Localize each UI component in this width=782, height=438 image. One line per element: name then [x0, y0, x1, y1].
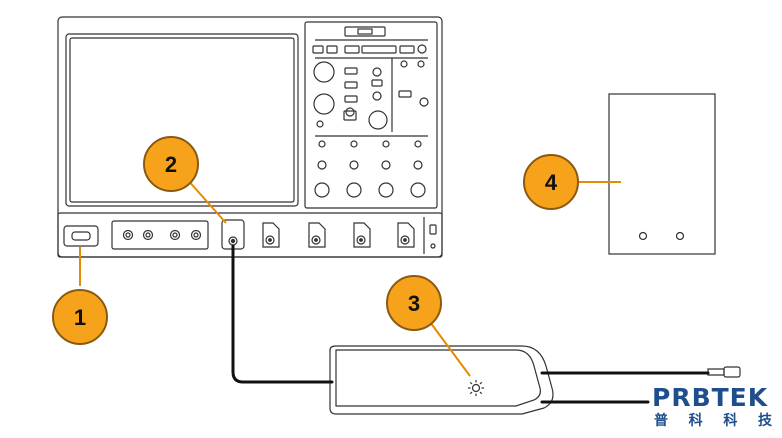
- callout-3-label: 3: [408, 291, 420, 316]
- callout-1-label: 1: [74, 305, 86, 330]
- logo-subtitle: 普 科 科 技: [654, 412, 772, 430]
- callout-4: 4: [523, 154, 579, 210]
- logo-sub-char: 科: [688, 413, 703, 429]
- callout-2-label: 2: [165, 152, 177, 177]
- logo-sub-char: 技: [757, 413, 772, 429]
- prbtek-logo: PRBTEK 普 科 科 技: [652, 384, 776, 436]
- logo-sub-char: 科: [723, 413, 738, 429]
- logo-wordmark: PRBTEK: [652, 383, 769, 412]
- logo-sub-char: 普: [654, 413, 668, 429]
- callout-4-label: 4: [545, 170, 558, 195]
- callout-2: 2: [143, 136, 199, 192]
- knob-large: [313, 61, 335, 83]
- external-device-box: [608, 93, 716, 255]
- probe-adapter-body: [329, 345, 554, 415]
- indicator-light-icon: [468, 380, 484, 396]
- callout-3: 3: [386, 275, 442, 331]
- aux-connector-panel: [111, 220, 209, 250]
- probe-cable: [231, 244, 334, 384]
- front-input-strip: [57, 212, 443, 258]
- power-button: [63, 225, 99, 247]
- oscilloscope-screen: [69, 37, 295, 203]
- probe-tip-connector: [723, 366, 741, 378]
- control-panel: [304, 21, 438, 209]
- callout-1: 1: [52, 289, 108, 345]
